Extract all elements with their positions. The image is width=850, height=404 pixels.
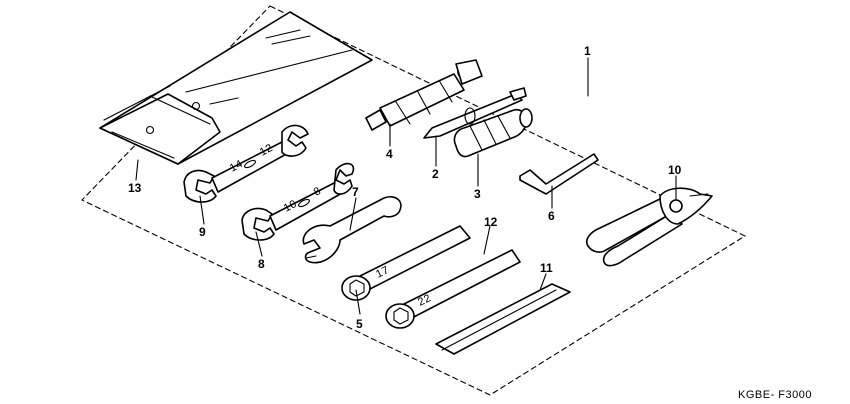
callout-6: 6 [548,209,555,223]
box-end-wrench-icon: 17 [341,225,471,301]
handle-extension-icon [435,283,571,355]
screwdriver-bit-icon [423,87,527,139]
callout-11: 11 [540,261,553,275]
svg-text:17: 17 [374,264,391,281]
box-end-wrench-icon: 22 [385,249,521,329]
callout-9: 9 [199,225,206,239]
pliers-icon [585,187,713,267]
open-end-wrench-icon: 10 8 [241,162,355,241]
drawing-code: KGBE- F3000 [738,389,812,401]
pin-spanner-icon [302,195,402,264]
svg-text:12: 12 [258,142,275,159]
callout-3: 3 [474,187,481,201]
svg-text:10: 10 [282,198,299,215]
callout-8: 8 [258,257,265,271]
callout-13: 13 [128,181,142,195]
spark-plug-wrench-icon [365,59,483,131]
callout-12: 12 [484,215,498,229]
leader-lines [135,57,677,315]
callout-7: 7 [352,185,359,199]
callout-2: 2 [432,167,439,181]
screwdriver-grip-icon [453,108,533,158]
callout-1: 1 [584,44,591,58]
tool-set-boundary [81,5,747,396]
svg-text:22: 22 [416,292,433,309]
hex-key-icon [519,153,599,195]
callout-4: 4 [386,147,393,161]
open-end-wrench-icon: 14 12 [183,124,309,203]
callout-5: 5 [356,317,363,331]
callout-10: 10 [668,163,682,177]
tool-bag-icon [99,11,373,165]
svg-text:14: 14 [228,158,245,175]
svg-text:8: 8 [312,185,323,199]
